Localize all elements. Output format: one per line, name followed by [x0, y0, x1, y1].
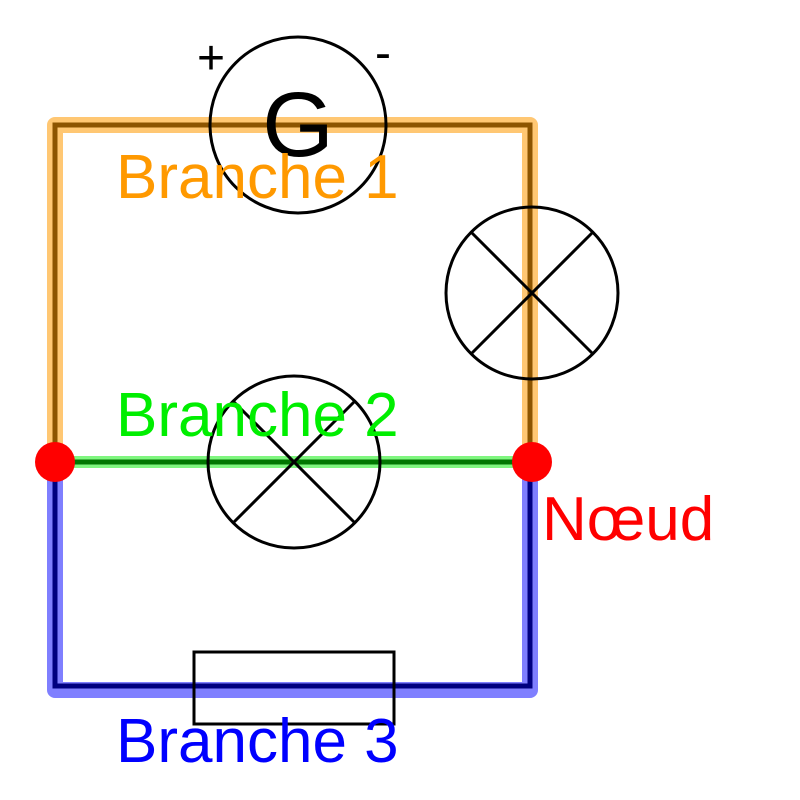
generator	[208, 35, 388, 215]
node-label: Nœud	[542, 485, 714, 554]
generator-symbol: G	[262, 74, 334, 176]
branch-1-label: Branche 1	[116, 143, 399, 212]
branch-2-label: Branche 2	[116, 381, 399, 450]
generator-minus-terminal: -	[375, 27, 391, 80]
lamp-middle	[206, 374, 382, 550]
generator-plus-terminal: +	[197, 32, 225, 85]
branch-3-highlight	[47, 454, 538, 698]
branch-3-label: Branche 3	[116, 707, 399, 776]
resistor	[192, 650, 396, 726]
lamp-right	[444, 205, 620, 381]
node-left	[35, 442, 75, 482]
node-right	[512, 442, 552, 482]
